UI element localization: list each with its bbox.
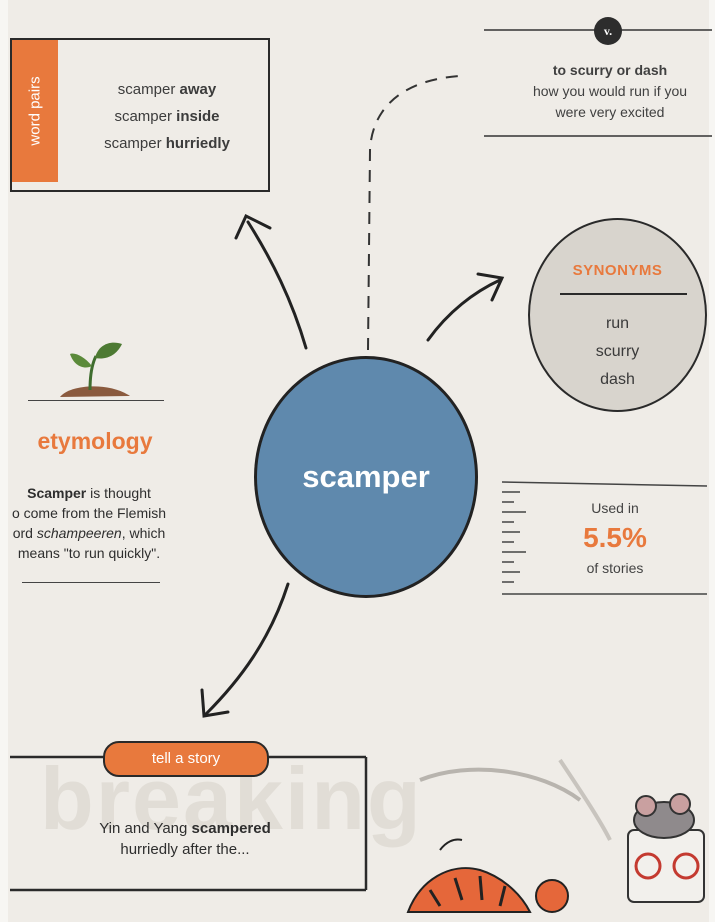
page-edge-right: [709, 0, 715, 922]
usage-ruler: [501, 481, 708, 595]
usage-label-top: Used in: [591, 500, 639, 516]
etymology-rule: [22, 582, 160, 583]
word-pairs-list: scamper away scamper inside scamper hurr…: [82, 76, 252, 157]
page-edge-left: [0, 0, 8, 922]
synonyms-divider: [560, 293, 687, 295]
story-line-2: hurriedly after the...: [120, 841, 250, 858]
etymology-line-2: o come from the Flemish: [11, 505, 167, 521]
synonyms-title: SYNONYMS: [572, 262, 663, 279]
etymology-line-4: means "to run quickly".: [17, 545, 161, 561]
synonyms-list: run scurry dash: [530, 310, 705, 394]
arrow-to-story: [204, 582, 290, 716]
tell-a-story-pill: tell a story: [103, 741, 269, 777]
story-text: Yin and Yang scampered hurriedly after t…: [40, 818, 330, 860]
synonym-item: scurry: [595, 343, 640, 360]
arrow-to-word-pairs-head: [234, 213, 272, 240]
dashed-to-definition: [367, 75, 461, 351]
arrow-to-synonyms-head: [476, 272, 505, 302]
definition-line-1: to scurry or dash: [552, 62, 668, 78]
definition-text: to scurry or dash how you would run if y…: [510, 60, 710, 123]
tiger-illustration: [406, 838, 569, 913]
sprout-ground-line: [28, 400, 164, 401]
sprout-icon: [60, 342, 130, 397]
definition-line-3: were very excited: [555, 104, 665, 120]
swoosh-decoration: [419, 767, 582, 802]
synonym-item: run: [605, 315, 630, 332]
synonym-item: dash: [600, 371, 635, 388]
word-pairs-tab-label: word pairs: [26, 76, 44, 146]
word-pairs-box: word pairs scamper away scamper inside s…: [10, 38, 270, 192]
word-pairs-tab: word pairs: [12, 40, 58, 182]
arrow-to-word-pairs: [246, 220, 308, 350]
center-word: scamper: [302, 459, 430, 494]
etymology-line-1: Scamper is thought: [27, 485, 151, 501]
mouse-illustration: [627, 793, 705, 903]
etymology-line-3: ord schampeeren, which: [12, 525, 166, 541]
usage-stat: Used in 5.5% of stories: [540, 499, 690, 577]
story-line-1: Yin and Yang scampered: [99, 820, 271, 837]
etymology-text: Scamper is thought o come from the Flemi…: [0, 483, 178, 563]
center-word-circle: scamper: [254, 356, 478, 598]
part-of-speech-badge: v.: [594, 17, 622, 45]
arrow-to-story-head: [200, 688, 230, 718]
arrow-to-synonyms: [426, 278, 502, 342]
definition-line-2: how you would run if you: [532, 83, 688, 99]
usage-value: 5.5%: [583, 522, 647, 553]
word-pair-item: scamper away: [117, 81, 217, 98]
etymology-title: etymology: [37, 428, 153, 454]
usage-label-bottom: of stories: [586, 560, 644, 576]
synonyms-circle: SYNONYMS run scurry dash: [528, 218, 707, 412]
word-pair-item: scamper inside: [114, 108, 220, 125]
word-pair-item: scamper hurriedly: [104, 135, 230, 152]
